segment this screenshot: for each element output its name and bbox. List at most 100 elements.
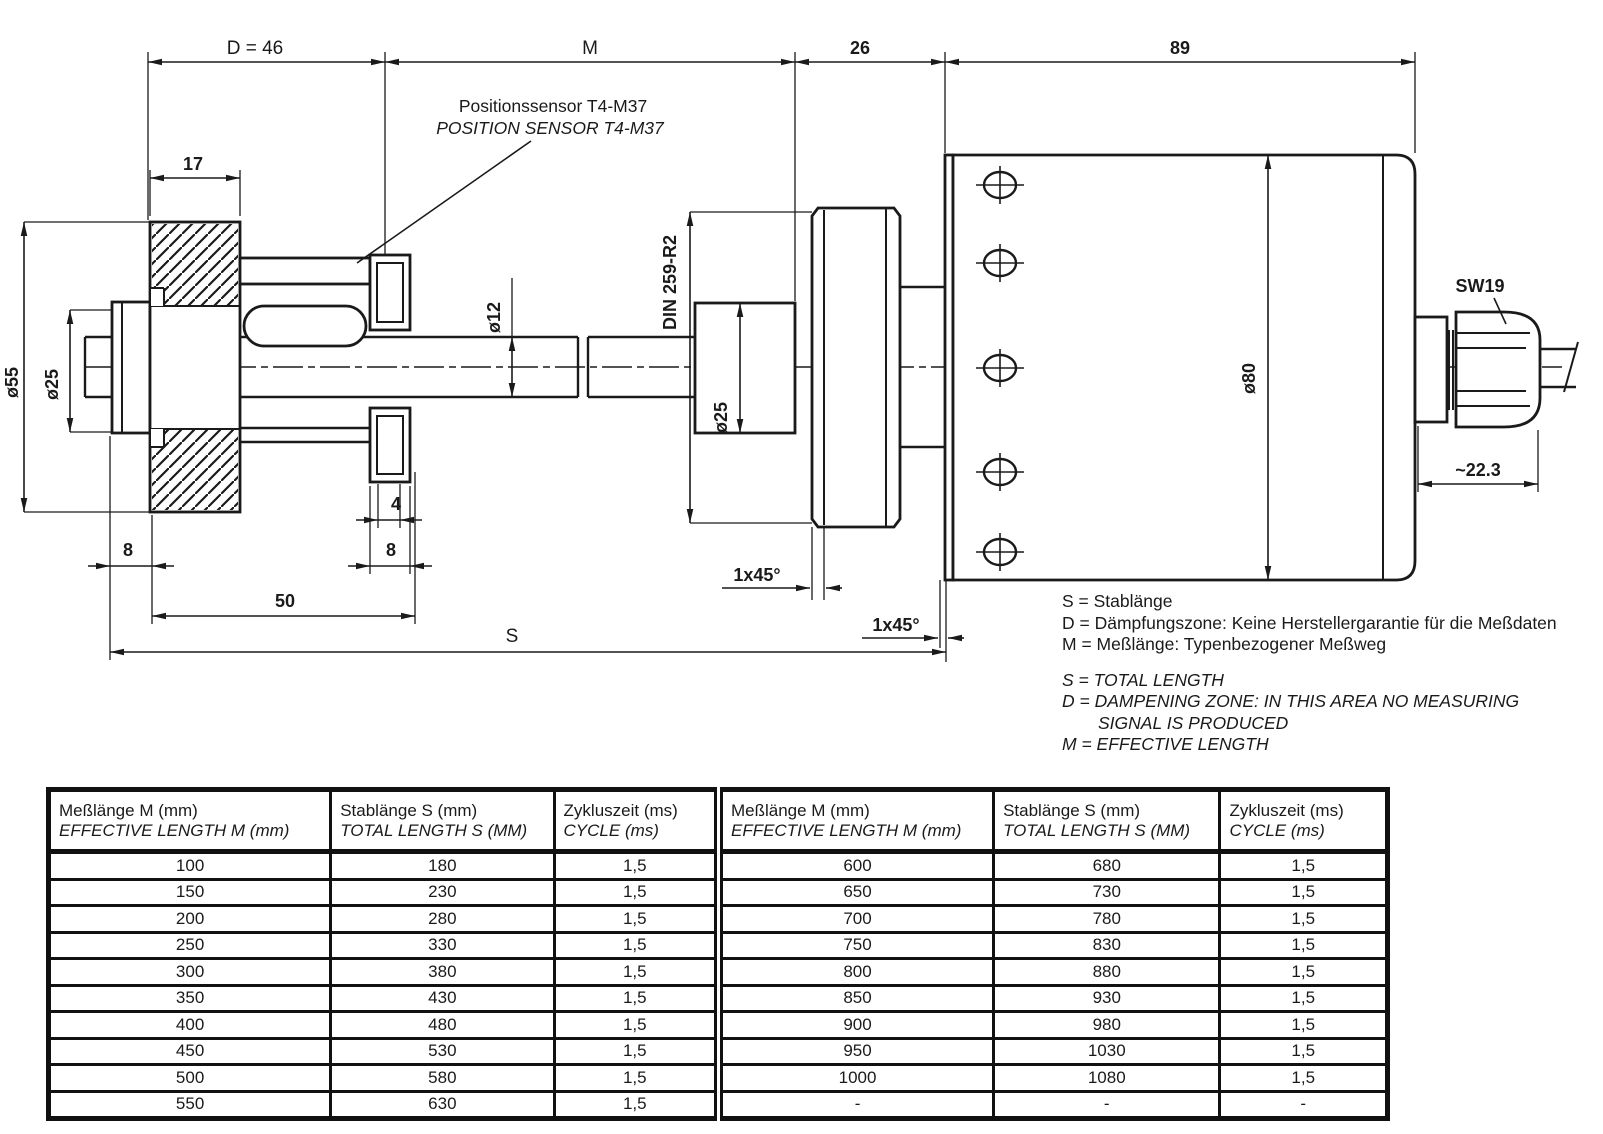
dim-dia25-stub: ø25	[711, 303, 744, 433]
screw-icon	[976, 244, 1024, 282]
column-header-en: CYCLE (ms)	[563, 820, 659, 840]
dim-dia25-disc: ø25	[42, 309, 112, 433]
dim-17: 17	[149, 154, 241, 216]
table-header-row: Meßlänge M (mm) EFFECTIVE LENGTH M (mm) …	[46, 788, 1389, 854]
table-cell: 1,5	[1218, 1063, 1389, 1093]
table-cell: -	[1218, 1089, 1389, 1120]
column-header-en: TOTAL LENGTH S (MM)	[340, 820, 528, 840]
table-cell: 500	[46, 1063, 333, 1093]
column-header-de: Meßlänge M (mm)	[730, 800, 870, 820]
dim-label-26: 26	[850, 38, 870, 58]
dim-label-chamfer-2: 1x45°	[872, 615, 919, 635]
dim-label-sw19: SW19	[1455, 276, 1504, 296]
bottom-dimensions: 8 4 8 50 S	[88, 436, 946, 660]
dim-label-dia25-disc: ø25	[42, 369, 62, 400]
legend-de-line: M = Meßlänge: Typenbezogener Meßweg	[1062, 634, 1387, 654]
table-cell: 1,5	[1218, 930, 1389, 960]
table-cell: 950	[713, 1036, 996, 1066]
table-cell: 730	[992, 877, 1222, 907]
table-cell: 380	[329, 957, 556, 987]
column-header-en: EFFECTIVE LENGTH M (mm)	[59, 820, 290, 840]
column-header: Stablänge S (mm) TOTAL LENGTH S (MM)	[992, 788, 1222, 854]
table-cell: 650	[713, 877, 996, 907]
dim-label-4: 4	[391, 494, 401, 514]
dim-dia12: ø12	[484, 278, 516, 397]
table-cell: 1,5	[1218, 850, 1389, 881]
table-cell: 1,5	[552, 850, 720, 881]
dim-label-17: 17	[183, 154, 203, 174]
table-cell: 1,5	[552, 877, 720, 907]
table-cell: 480	[329, 1010, 556, 1040]
table-cell: 630	[329, 1089, 556, 1120]
table-cell: 530	[329, 1036, 556, 1066]
table-cell: 1,5	[552, 930, 720, 960]
table-cell: 880	[992, 957, 1222, 987]
table-cell: 150	[46, 877, 333, 907]
table-cell: 400	[46, 1010, 333, 1040]
table-cell: 1,5	[552, 1063, 720, 1093]
column-header-de: Zykluszeit (ms)	[1229, 800, 1344, 820]
table-cell: 1080	[992, 1063, 1222, 1093]
table-cell: 830	[992, 930, 1222, 960]
table-cell: 350	[46, 983, 333, 1013]
magnet-disc	[110, 300, 152, 435]
spec-table: Meßlänge M (mm) EFFECTIVE LENGTH M (mm) …	[46, 787, 1390, 1121]
dim-label-22-3: ~22.3	[1455, 460, 1501, 480]
dim-label-dia25-stub: ø25	[711, 402, 731, 433]
dim-label-damping-zone: D = 46	[227, 38, 284, 59]
legend-en-line: SIGNAL IS PRODUCED	[1098, 712, 1289, 733]
sensor-body	[943, 153, 1417, 582]
column-header: Meßlänge M (mm) EFFECTIVE LENGTH M (mm)	[46, 788, 333, 854]
dim-label-dia12: ø12	[484, 302, 504, 333]
legend-en-line: D = DAMPENING ZONE: IN THIS AREA NO MEAS…	[1062, 691, 1520, 711]
table-cell: 230	[329, 877, 556, 907]
dim-22-3: ~22.3	[1417, 426, 1539, 492]
table-cell: 180	[329, 850, 556, 881]
table-cell: 750	[713, 930, 996, 960]
table-cell: 600	[713, 850, 996, 881]
table-cell: 1,5	[1218, 1036, 1389, 1066]
column-header: Zykluszeit (ms) CYCLE (ms)	[1218, 788, 1389, 854]
table-cell: -	[992, 1089, 1222, 1120]
table-cell: 580	[329, 1063, 556, 1093]
table-cell: 780	[992, 904, 1222, 934]
dim-label-8-left: 8	[123, 540, 133, 560]
cable-gland	[1413, 310, 1579, 429]
screw-icon	[976, 533, 1024, 571]
table-cell: 330	[329, 930, 556, 960]
table-cell: 1,5	[1218, 877, 1389, 907]
screw-icon	[976, 166, 1024, 204]
column-header-en: CYCLE (ms)	[1229, 820, 1325, 840]
dim-label-chamfer-1: 1x45°	[733, 565, 780, 585]
screw-icon	[976, 453, 1024, 491]
table-cell: 1,5	[552, 1089, 720, 1120]
column-header-en: EFFECTIVE LENGTH M (mm)	[730, 820, 962, 840]
column-header: Stablänge S (mm) TOTAL LENGTH S (MM)	[329, 788, 556, 854]
screw-icon	[976, 349, 1024, 387]
table-cell: 300	[46, 957, 333, 987]
table-cell: 100	[46, 850, 333, 881]
dim-label-50: 50	[275, 591, 295, 611]
dim-label-8-right: 8	[386, 540, 396, 560]
column-header-en: TOTAL LENGTH S (MM)	[1003, 820, 1191, 840]
top-dimensions: D = 46 M 26 89	[147, 38, 1416, 301]
callout-label-de: Positionssensor T4-M37	[459, 96, 647, 116]
dim-label-effective-length: M	[582, 38, 598, 59]
table-cell: 980	[992, 1010, 1222, 1040]
dim-sw19: SW19	[1455, 276, 1507, 325]
chamfer-1: 1x45°	[722, 527, 842, 600]
legend-de-line: D = Dämpfungszone: Keine Herstellergaran…	[1062, 612, 1557, 633]
table-cell: 200	[46, 904, 333, 934]
table-cell: 900	[713, 1010, 996, 1040]
table-cell: 450	[46, 1036, 333, 1066]
table-cell: 850	[713, 983, 996, 1013]
legend-en-line: M = EFFECTIVE LENGTH	[1062, 734, 1269, 754]
